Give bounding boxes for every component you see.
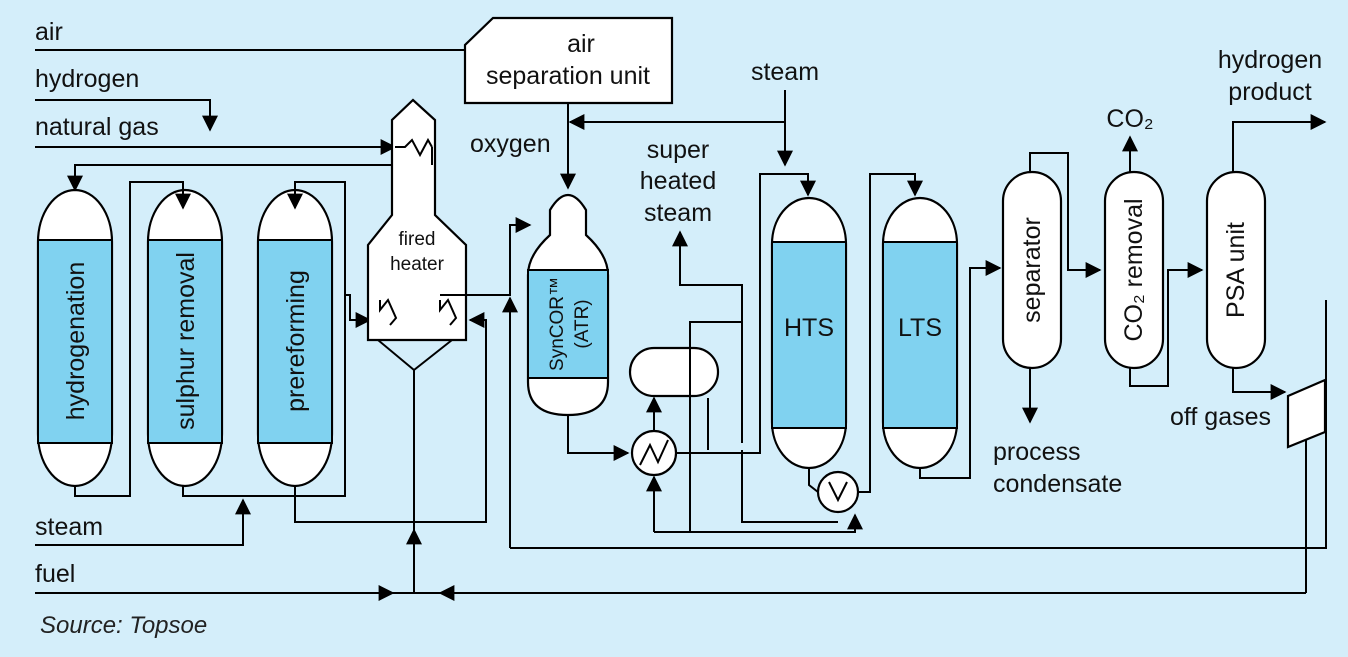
hts-vessel: [770, 196, 848, 470]
prereforming-vessel: [256, 188, 334, 488]
co2-label: CO₂: [1106, 105, 1153, 133]
process-condensate-line1: process: [993, 438, 1081, 466]
oxygen-label: oxygen: [470, 130, 551, 158]
heater-to-syncor: [440, 217, 532, 296]
input-lines: [35, 49, 1307, 601]
feed-to-hydrogenation: [67, 164, 395, 192]
syncor-reactor: [526, 193, 610, 417]
left-vessel-piping: [67, 164, 487, 523]
heater-coil-top: [395, 137, 433, 158]
fired-heater: fired heater: [366, 98, 468, 530]
heater-coil-left: [379, 298, 398, 326]
lts-to-separator: [919, 260, 1002, 479]
offgas-compressor: [1286, 378, 1327, 449]
syncor-label-line2: (ATR): [572, 299, 593, 348]
hydrogen-product-line1: hydrogen: [1218, 46, 1322, 74]
hts-label: HTS: [784, 314, 834, 342]
fired-heater-label-line1: fired: [399, 229, 436, 250]
sulphur-removal-label: sulphur removal: [172, 252, 200, 430]
asu-label-line2: separation unit: [486, 62, 650, 90]
loop-bottom: [741, 450, 838, 523]
to-lts: [858, 173, 923, 493]
separator-label: separator: [1018, 217, 1046, 323]
separator-vessel: [1001, 170, 1063, 370]
syncor-label-line1: SynCOR™: [547, 277, 568, 371]
hts-out: [808, 468, 819, 493]
steam-label: steam: [35, 513, 103, 541]
hydrogenation-label: hydrogenation: [62, 262, 90, 420]
psa-unit-vessel: [1205, 170, 1267, 370]
hts-exchanger: [816, 470, 860, 514]
heater-coil-right: [439, 298, 458, 326]
hydrogen-label: hydrogen: [35, 65, 139, 93]
super-heated-line3: steam: [644, 199, 712, 227]
co2-removal-vessel: [1103, 170, 1165, 370]
hts-exchanger-symbol: [828, 481, 848, 503]
hydrogen-line: [35, 99, 218, 132]
prereformer-feed-heater: [345, 294, 372, 328]
natural-gas-label: natural gas: [35, 113, 159, 141]
process-condensate-line2: condensate: [993, 470, 1122, 498]
steam-input-line: [35, 498, 251, 546]
prereforming-label: prereforming: [282, 270, 310, 412]
air-separation-unit: air separation unit: [463, 16, 674, 105]
hydrogen-product-line: [1232, 114, 1327, 172]
sulphur-removal-vessel: [146, 188, 224, 488]
super-heated-steam-line: [672, 230, 743, 443]
hydrogenation-vessel: [36, 188, 114, 488]
off-gases-label: off gases: [1170, 403, 1271, 431]
steam-top-stream: [568, 90, 793, 167]
fired-heater-label-line2: heater: [390, 254, 445, 275]
hydrogen-product-line2: product: [1228, 78, 1311, 106]
psa-offgas-line: [1232, 368, 1287, 400]
co2-to-psa: [1129, 262, 1204, 387]
sulphur-to-prereforming: [182, 181, 346, 497]
super-heated-line1: super: [647, 136, 710, 164]
waste-heat-exchanger-coil: [639, 439, 669, 466]
air-label: air: [35, 18, 63, 46]
syncor-out: [567, 415, 630, 461]
to-hts: [676, 173, 816, 454]
lts-label: LTS: [898, 314, 942, 342]
steam-drum: [628, 346, 720, 398]
co2-removal-label: CO₂ removal: [1120, 198, 1148, 341]
lts-vessel: [881, 196, 959, 470]
asu-label-line1: air: [567, 30, 595, 58]
steam-top-label: steam: [751, 58, 819, 86]
separator-to-co2: [1029, 152, 1102, 278]
fuel-label: fuel: [35, 560, 75, 588]
source-caption: Source: Topsoe: [40, 612, 207, 639]
psa-unit-label: PSA unit: [1222, 222, 1250, 318]
burner-funnel: [377, 339, 453, 372]
loop-to-exchanger: [690, 513, 863, 533]
hydrogenation-to-sulphur: [74, 181, 191, 497]
prereformer-out: [294, 312, 487, 523]
super-heated-line2: heated: [640, 167, 716, 195]
